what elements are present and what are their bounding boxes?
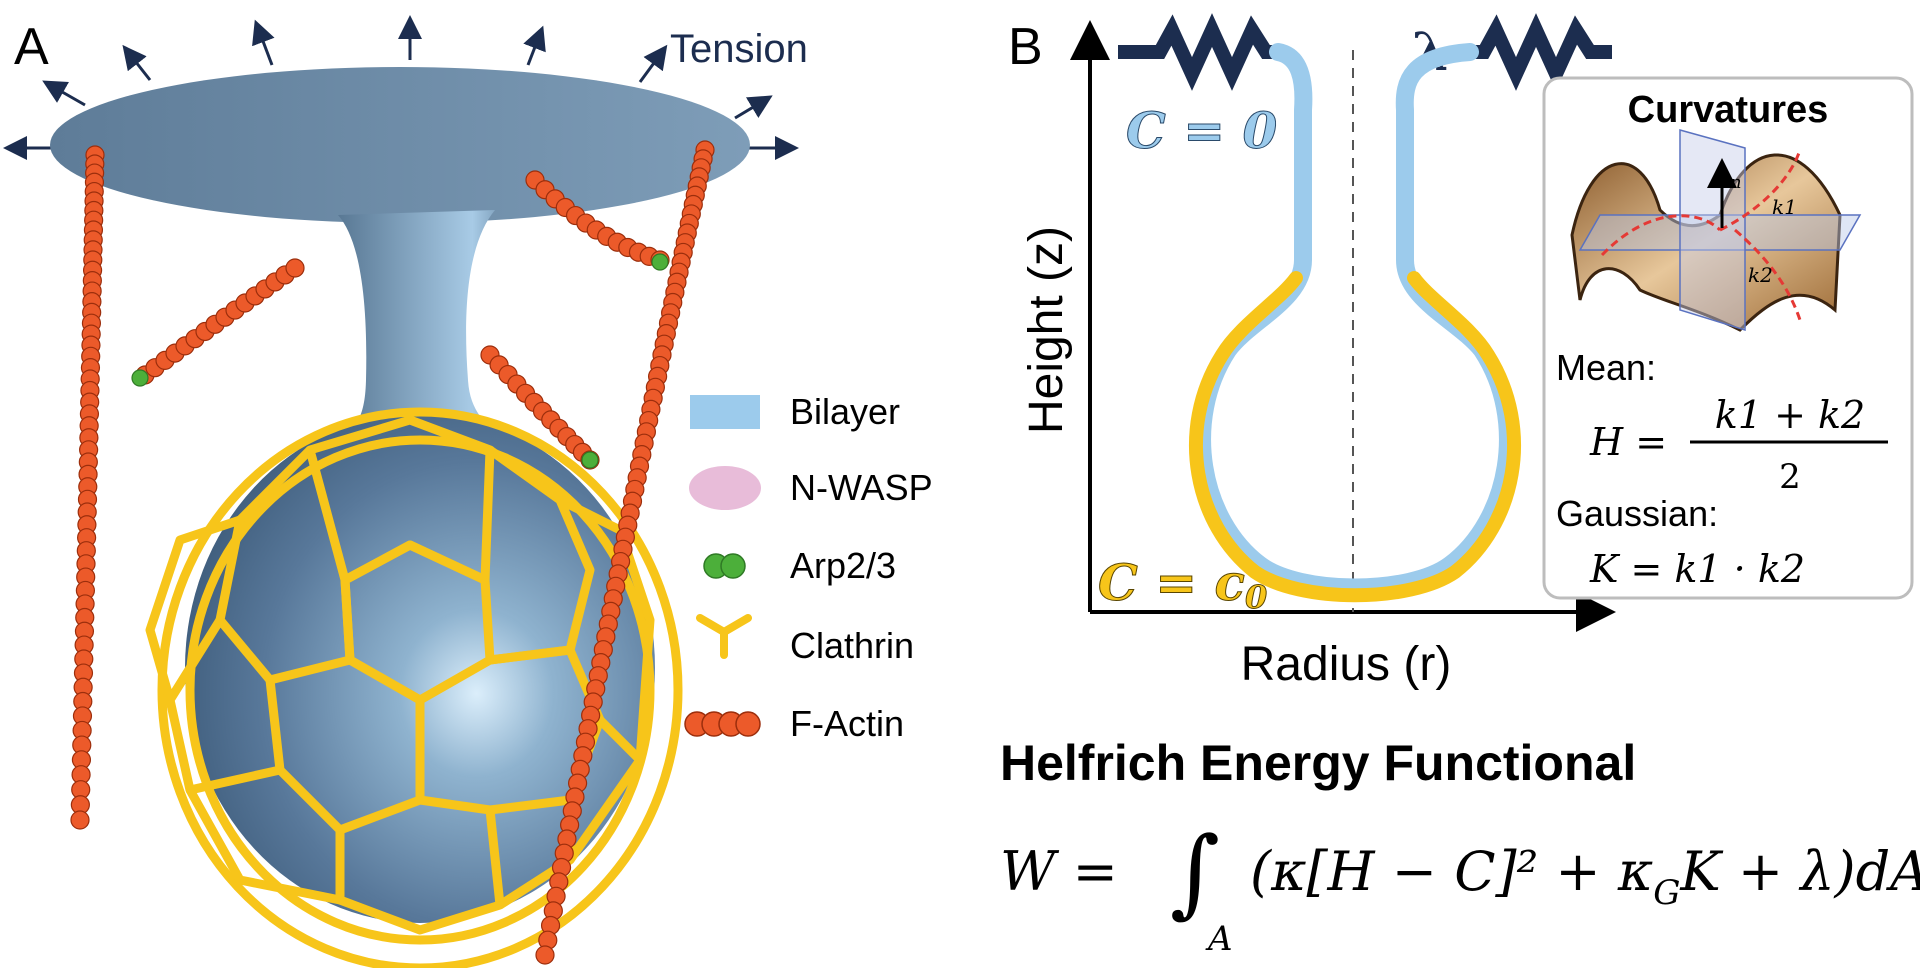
membrane-neck <box>330 210 520 450</box>
legend-label-clathrin: Clathrin <box>790 625 914 666</box>
actin-bead <box>70 810 90 830</box>
arp23-branch-point <box>651 253 669 271</box>
mean-denominator: 2 <box>1779 457 1801 497</box>
membrane-profile-coat <box>1189 271 1521 603</box>
legend-swatch-factin <box>684 711 761 737</box>
integral-sign: ∫ <box>1170 816 1220 928</box>
tension-arrow <box>42 80 86 107</box>
energy-body-main: (κ[H − C]² + κ <box>1250 840 1653 903</box>
y-axis-label: Height (z) <box>1020 226 1073 434</box>
legend-swatch-clathrin <box>696 614 752 659</box>
energy-title: Helfrich Energy Functional <box>1000 735 1636 791</box>
mean-numerator: k1 + k2 <box>1715 393 1865 437</box>
tension-arrow <box>523 25 546 66</box>
curvatures-inset: Curvatures n k1 k2 Mean: H = k1 + k2 2 G… <box>1542 76 1914 600</box>
spring-left <box>1118 13 1280 91</box>
actin-bead <box>285 258 305 278</box>
energy-lhs: W = <box>1000 840 1118 903</box>
clathrin-cage <box>145 407 683 968</box>
mean-lhs: H = <box>1589 420 1667 464</box>
integral-subscript: A <box>1205 919 1233 959</box>
energy-sub-g: G <box>1653 873 1680 913</box>
panel-a: A Tension <box>3 15 933 968</box>
legend-swatch-arp23-b <box>720 553 746 579</box>
arp23-branch-point <box>131 369 149 387</box>
c-c0-sub: 0 <box>1245 578 1267 616</box>
tension-arrow <box>734 95 773 120</box>
energy-body: (κ[H − C]² + κGK + λ)dA <box>1250 840 1920 913</box>
actin-filaments <box>70 140 715 965</box>
tension-arrow <box>252 19 275 66</box>
tension-arrow <box>638 44 668 83</box>
spring-right <box>1470 13 1612 91</box>
legend-label-arp23: Arp2/3 <box>790 545 896 586</box>
legend-label-nwasp: N-WASP <box>790 467 933 508</box>
inset-title: Curvatures <box>1628 89 1829 131</box>
k2-label: k2 <box>1748 263 1773 287</box>
panel-a-label: A <box>14 18 49 76</box>
actin-bead <box>535 945 555 965</box>
gaussian-formula: K = k1 · k2 <box>1589 547 1805 591</box>
saddle-surface: n k1 k2 <box>1570 129 1862 332</box>
gaussian-label: Gaussian: <box>1556 493 1718 534</box>
c-c0-main: C = c <box>1098 553 1245 612</box>
panel-b: B Height (z) Radius (r) λ C = 0 C = c0 C… <box>1000 13 1920 959</box>
c-c0-label: C = c0 <box>1098 553 1267 616</box>
membrane-disk <box>50 67 750 223</box>
legend-label-bilayer: Bilayer <box>790 391 900 432</box>
energy-formula: W = ∫ A (κ[H − C]² + κGK + λ)dA <box>1000 816 1920 959</box>
normal-label: n <box>1730 172 1742 193</box>
k1-label: k1 <box>1772 195 1797 219</box>
legend-swatch-nwasp <box>689 466 761 510</box>
panel-b-label: B <box>1008 18 1043 76</box>
tension-arrows <box>3 15 799 160</box>
x-axis-label: Radius (r) <box>1241 638 1452 691</box>
mean-label: Mean: <box>1556 347 1656 388</box>
arp23-branch-point <box>581 451 599 469</box>
legend-swatch-bilayer <box>690 395 760 429</box>
tension-label: Tension <box>670 27 808 71</box>
energy-tail: K + λ)dA <box>1679 840 1920 903</box>
tension-arrow <box>122 44 152 81</box>
c-zero-label: C = 0 <box>1126 101 1278 160</box>
legend-label-factin: F-Actin <box>790 703 904 744</box>
legend: Bilayer N-WASP Arp2/3 Clathrin F-Actin <box>684 391 933 744</box>
